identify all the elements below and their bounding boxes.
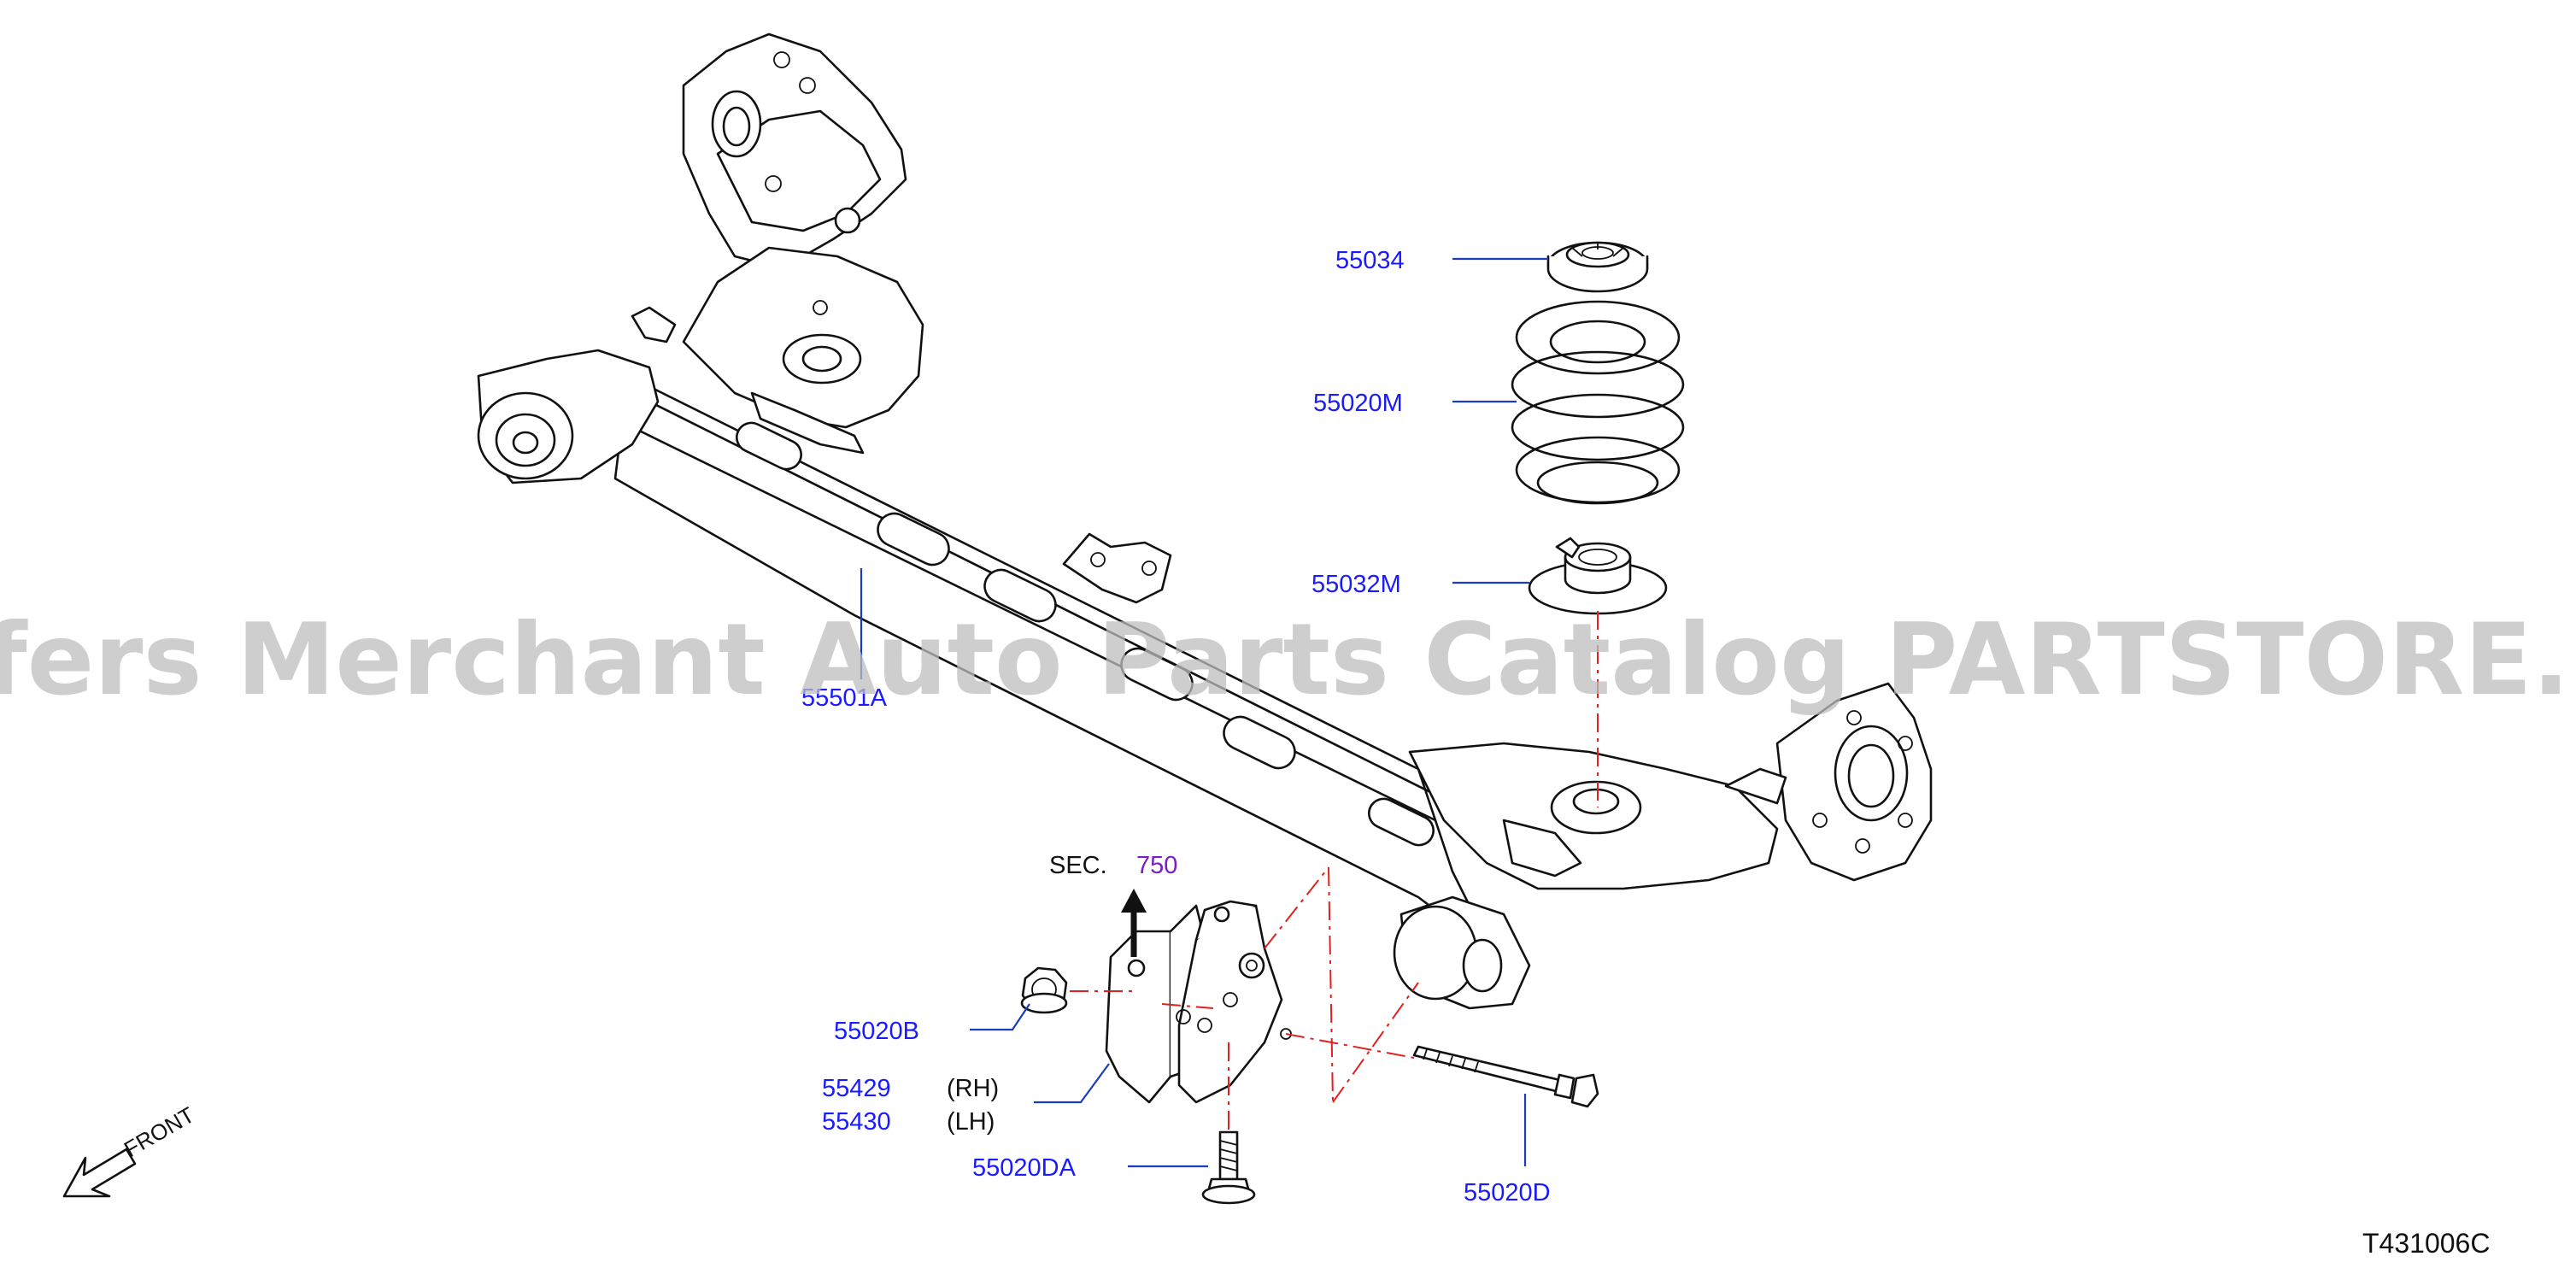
coil-spring-drawing[interactable] — [1511, 300, 1685, 505]
front-arrow-icon — [62, 1148, 137, 1198]
part-label-55032M[interactable]: 55032M — [1311, 571, 1401, 598]
part-label-55429[interactable]: 55429 — [822, 1075, 891, 1102]
flange-nut-drawing[interactable] — [1020, 966, 1068, 1014]
part-label-55501A[interactable]: 55501A — [801, 684, 888, 712]
upper-spring-insulator-drawing[interactable] — [1546, 241, 1649, 293]
part-label-55020B[interactable]: 55020B — [834, 1018, 919, 1045]
part-label-55430[interactable]: 55430 — [822, 1108, 891, 1136]
watermark: Offers Merchant Auto Parts Catalog PARTS… — [0, 602, 2576, 718]
up-arrow-icon — [1121, 889, 1147, 957]
diagram-reference-code: T431006C — [2362, 1228, 2490, 1259]
short-bolt-drawing[interactable] — [1201, 1130, 1256, 1205]
leader-lines — [860, 257, 1548, 1168]
front-label: FRONT — [120, 1101, 199, 1162]
part-label-55020D[interactable]: 55020D — [1464, 1179, 1551, 1206]
section-ref-prefix: SEC. — [1049, 852, 1107, 879]
mounting-bracket-drawing[interactable] — [1105, 900, 1292, 1104]
section-ref-number[interactable]: 750 — [1136, 852, 1177, 879]
part-label-55020DA[interactable]: 55020DA — [972, 1154, 1077, 1182]
assembly-centerlines — [1070, 611, 1599, 1130]
part-label-55034[interactable]: 55034 — [1335, 247, 1405, 274]
part-label-55020M[interactable]: 55020M — [1313, 390, 1403, 417]
side-label-rh: (RH) — [947, 1075, 999, 1102]
lower-spring-seat-drawing[interactable] — [1528, 537, 1668, 615]
rear-axle-beam-drawing[interactable] — [477, 32, 1933, 1010]
long-bolt-drawing[interactable] — [1412, 1045, 1599, 1108]
side-label-lh: (LH) — [947, 1108, 995, 1136]
